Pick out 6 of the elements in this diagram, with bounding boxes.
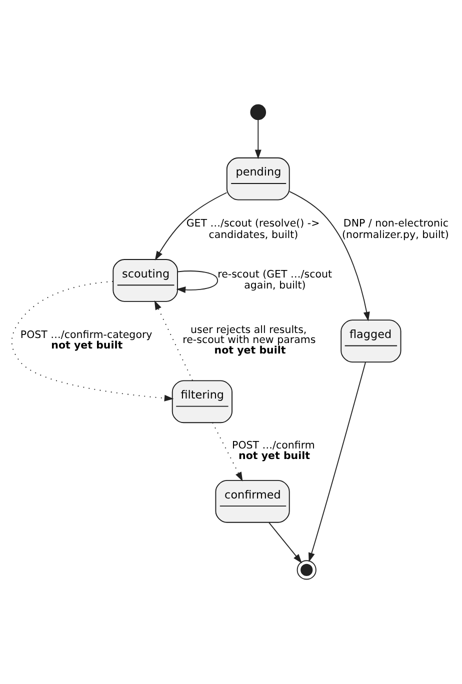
- edge-label: re-scout (GET …/scout again, built): [218, 268, 332, 292]
- edge-label: POST …/confirm-category not yet built: [20, 329, 152, 352]
- edge-label: POST …/confirm not yet built: [232, 440, 315, 462]
- edge-label: user rejects all results, re-scout with new params not yet built: [182, 324, 316, 356]
- edge-label: GET …/scout (resolve() -> candidates, built): [186, 218, 320, 241]
- edge-label: DNP / non-electronic (normalizer.py, built): [342, 218, 449, 241]
